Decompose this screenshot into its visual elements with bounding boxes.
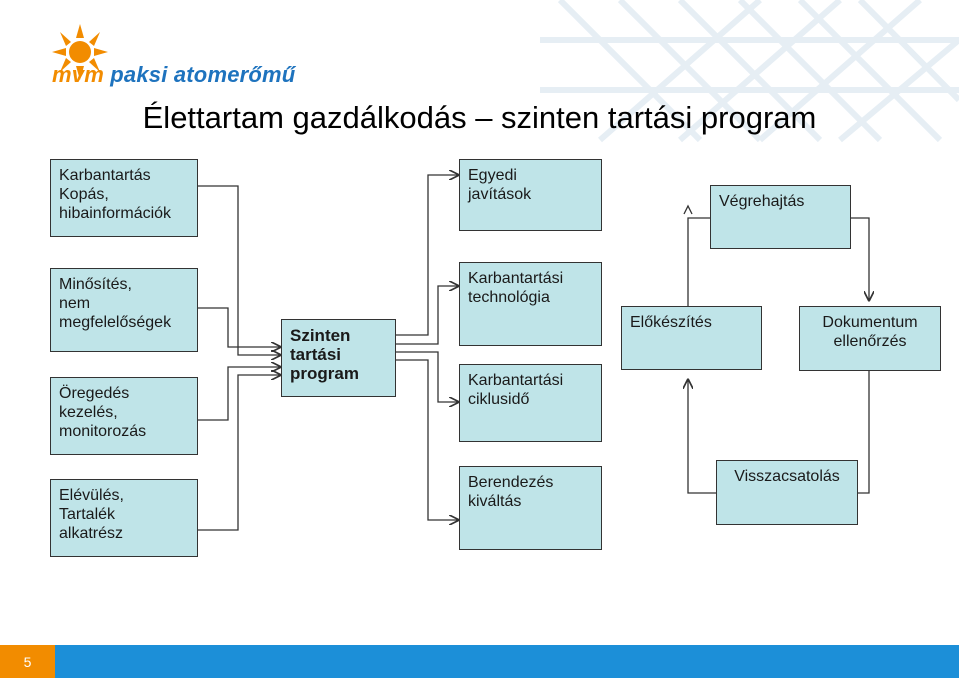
- box-elokeszites: Előkészítés: [621, 306, 762, 370]
- box-berendezes-kivaltas: Berendezés kiváltás: [459, 466, 602, 550]
- box-dokumentum-ellenorzes: Dokumentum ellenőrzés: [799, 306, 941, 371]
- box-elavules: Elévülés, Tartalék alkatrész: [50, 479, 198, 557]
- logo-wordmark: mvm paksi atomerőmű: [52, 62, 295, 88]
- box-egyedi-javitasok: Egyedi javítások: [459, 159, 602, 231]
- company-logo: [40, 20, 340, 100]
- box-oregedes: Öregedés kezelés, monitorozás: [50, 377, 198, 455]
- box-vegrehajtas: Végrehajtás: [710, 185, 851, 249]
- page-title: Élettartam gazdálkodás – szinten tartási…: [142, 100, 817, 135]
- box-karbantartas: Karbantartás Kopás, hibainformációk: [50, 159, 198, 237]
- box-minosites: Minősítés, nem megfelelőségek: [50, 268, 198, 352]
- box-visszacsatolas: Visszacsatolás: [716, 460, 858, 525]
- box-szinten-tartasi-program: Szinten tartási program: [281, 319, 396, 397]
- logo-mvm: mvm: [52, 62, 104, 87]
- footer-bar: [0, 645, 959, 678]
- box-karbantartasi-technologia: Karbantartási technológia: [459, 262, 602, 346]
- box-karbantartasi-ciklusido: Karbantartási ciklusidő: [459, 364, 602, 442]
- logo-paks: paksi atomerőmű: [103, 62, 296, 87]
- page-number: 5: [0, 645, 55, 678]
- sun-logo-icon: [52, 24, 108, 80]
